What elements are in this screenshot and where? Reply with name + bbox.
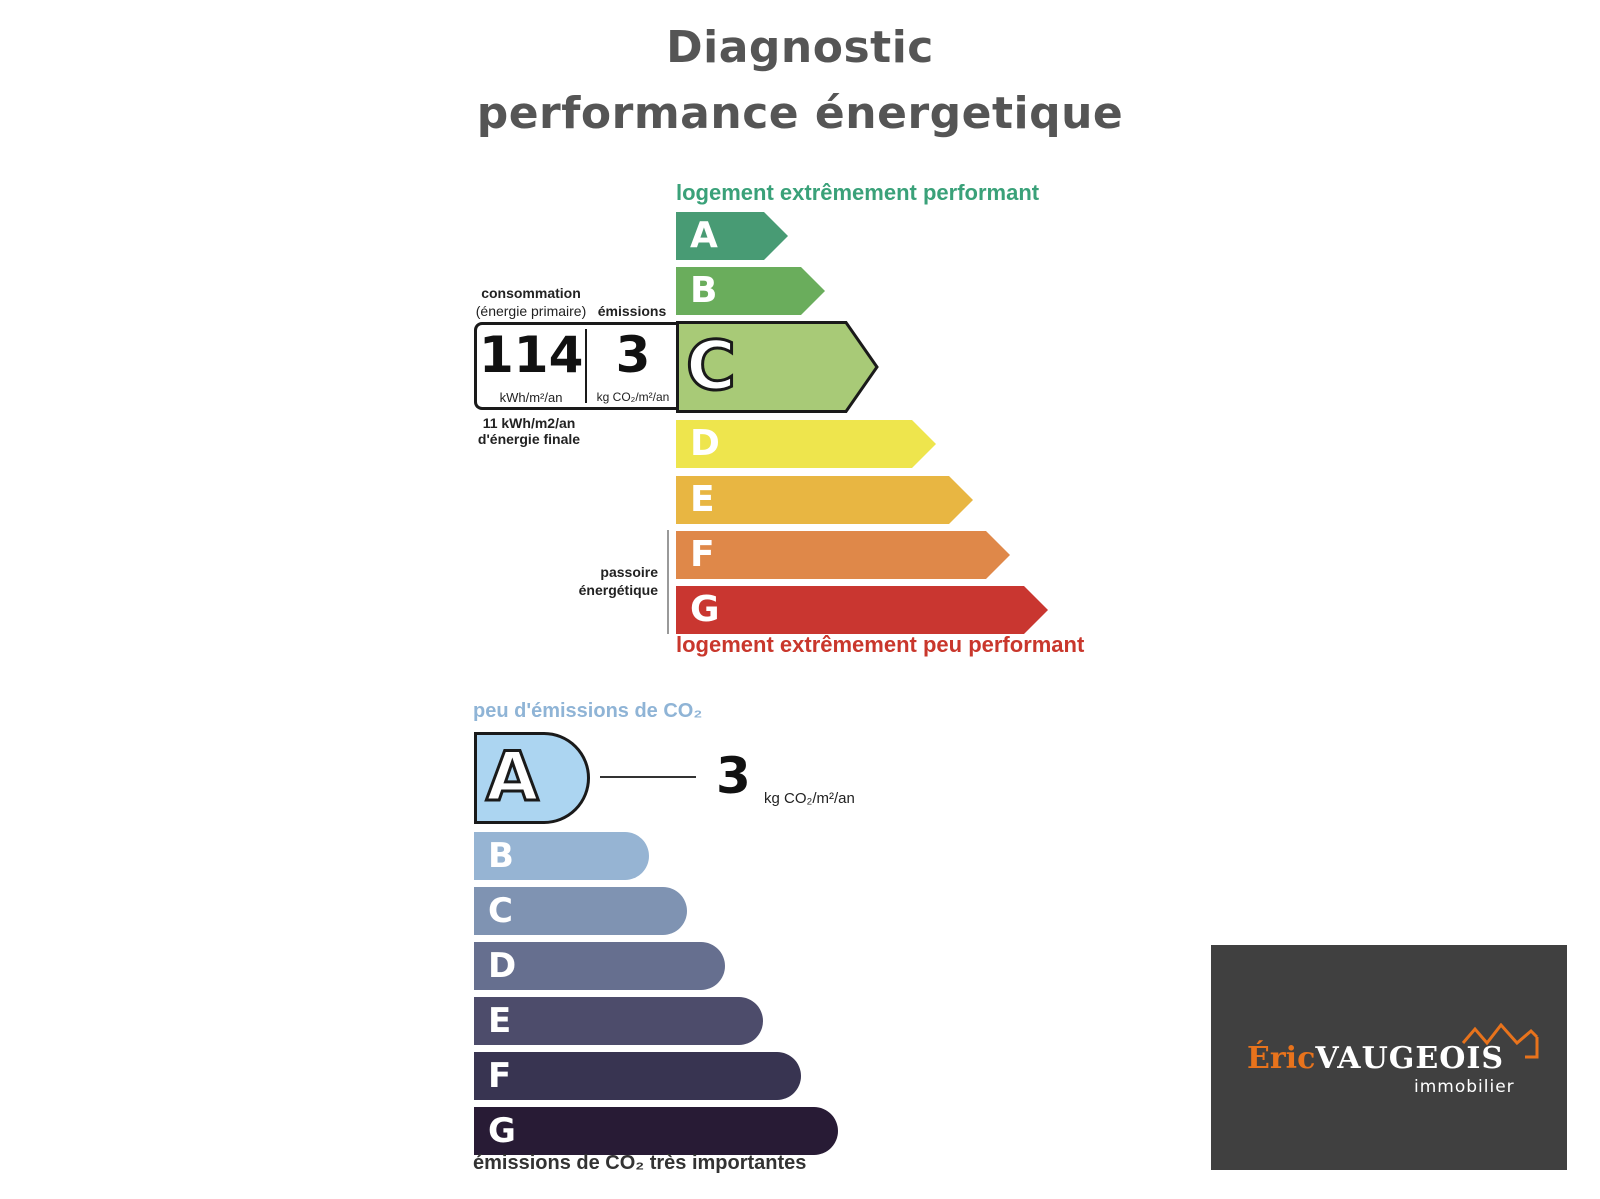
ges-letter-b: B [488,836,514,876]
dpe-letter-g: G [690,589,720,630]
ges-caption-bottom: émissions de CO₂ très importantes [473,1152,807,1174]
ges-class-d: D [474,942,725,990]
emissions-unit: kg CO₂/m²/an [596,390,670,404]
label-consommation: consommation [481,285,581,301]
dpe-class-d: D [676,420,936,468]
page-title: Diagnostic [666,22,934,73]
ges-unit: kg CO₂/m²/an [764,790,855,807]
ges-class-g: G [474,1107,838,1155]
dpe-letter-c: C [685,326,738,408]
ges-letter-c: C [488,891,513,931]
value-divider [585,329,587,403]
dpe-class-e: E [676,476,973,524]
ges-connector-line [600,776,696,778]
logo-name: ÉricVAUGEOIS [1247,1041,1504,1076]
emissions-value: 3 [615,326,651,384]
dpe-value-box: 114 kWh/m²/an 3 kg CO₂/m²/an [474,322,676,410]
dpe-caption-bottom: logement extrêmement peu performant [676,632,1085,657]
dpe-letter-d: D [690,423,720,464]
label-emissions: émissions [597,303,667,319]
ges-letter-e: E [488,1001,512,1041]
ges-class-b: B [474,832,649,880]
dpe-letter-b: B [690,270,718,311]
logo-first-name: Éric [1247,1041,1316,1076]
dpe-class-g: G [676,586,1048,634]
ges-caption-top: peu d'émissions de CO₂ [473,700,703,722]
page-subtitle: performance énergetique [476,88,1124,139]
ges-class-c: C [474,887,687,935]
roof-icon [1461,1023,1539,1059]
dpe-letter-e: E [690,479,715,520]
logo-subtitle: immobilier [1414,1077,1515,1097]
final-energy-line2: d'énergie finale [477,431,581,447]
ges-letter-f: F [488,1056,512,1096]
ges-letter-g: G [488,1111,516,1151]
dpe-class-c-current: C [676,321,880,413]
agency-logo: ÉricVAUGEOIS immobilier [1211,945,1567,1170]
passoire-line2: énergétique [578,582,658,598]
label-energie-primaire: (énergie primaire) [475,303,587,319]
ges-value: 3 [716,747,751,805]
ges-class-a-current: A [474,732,592,824]
passoire-bracket [667,530,669,634]
dpe-letter-a: A [690,215,718,256]
logo-last-name: VAUGEOIS [1315,1041,1505,1076]
final-energy-line1: 11 kWh/m2/an [482,415,576,431]
ges-class-f: F [474,1052,801,1100]
dpe-class-b: B [676,267,825,315]
consumption-unit: kWh/m²/an [499,390,563,405]
ges-letter-d: D [488,946,517,986]
dpe-class-a: A [676,212,788,260]
dpe-class-f: F [676,531,1010,579]
ges-letter-a: A [485,737,541,819]
passoire-line1: passoire [600,564,658,580]
dpe-caption-top: logement extrêmement performant [676,180,1040,205]
ges-class-e: E [474,997,763,1045]
dpe-letter-f: F [690,534,715,575]
consumption-value: 114 [479,326,584,384]
